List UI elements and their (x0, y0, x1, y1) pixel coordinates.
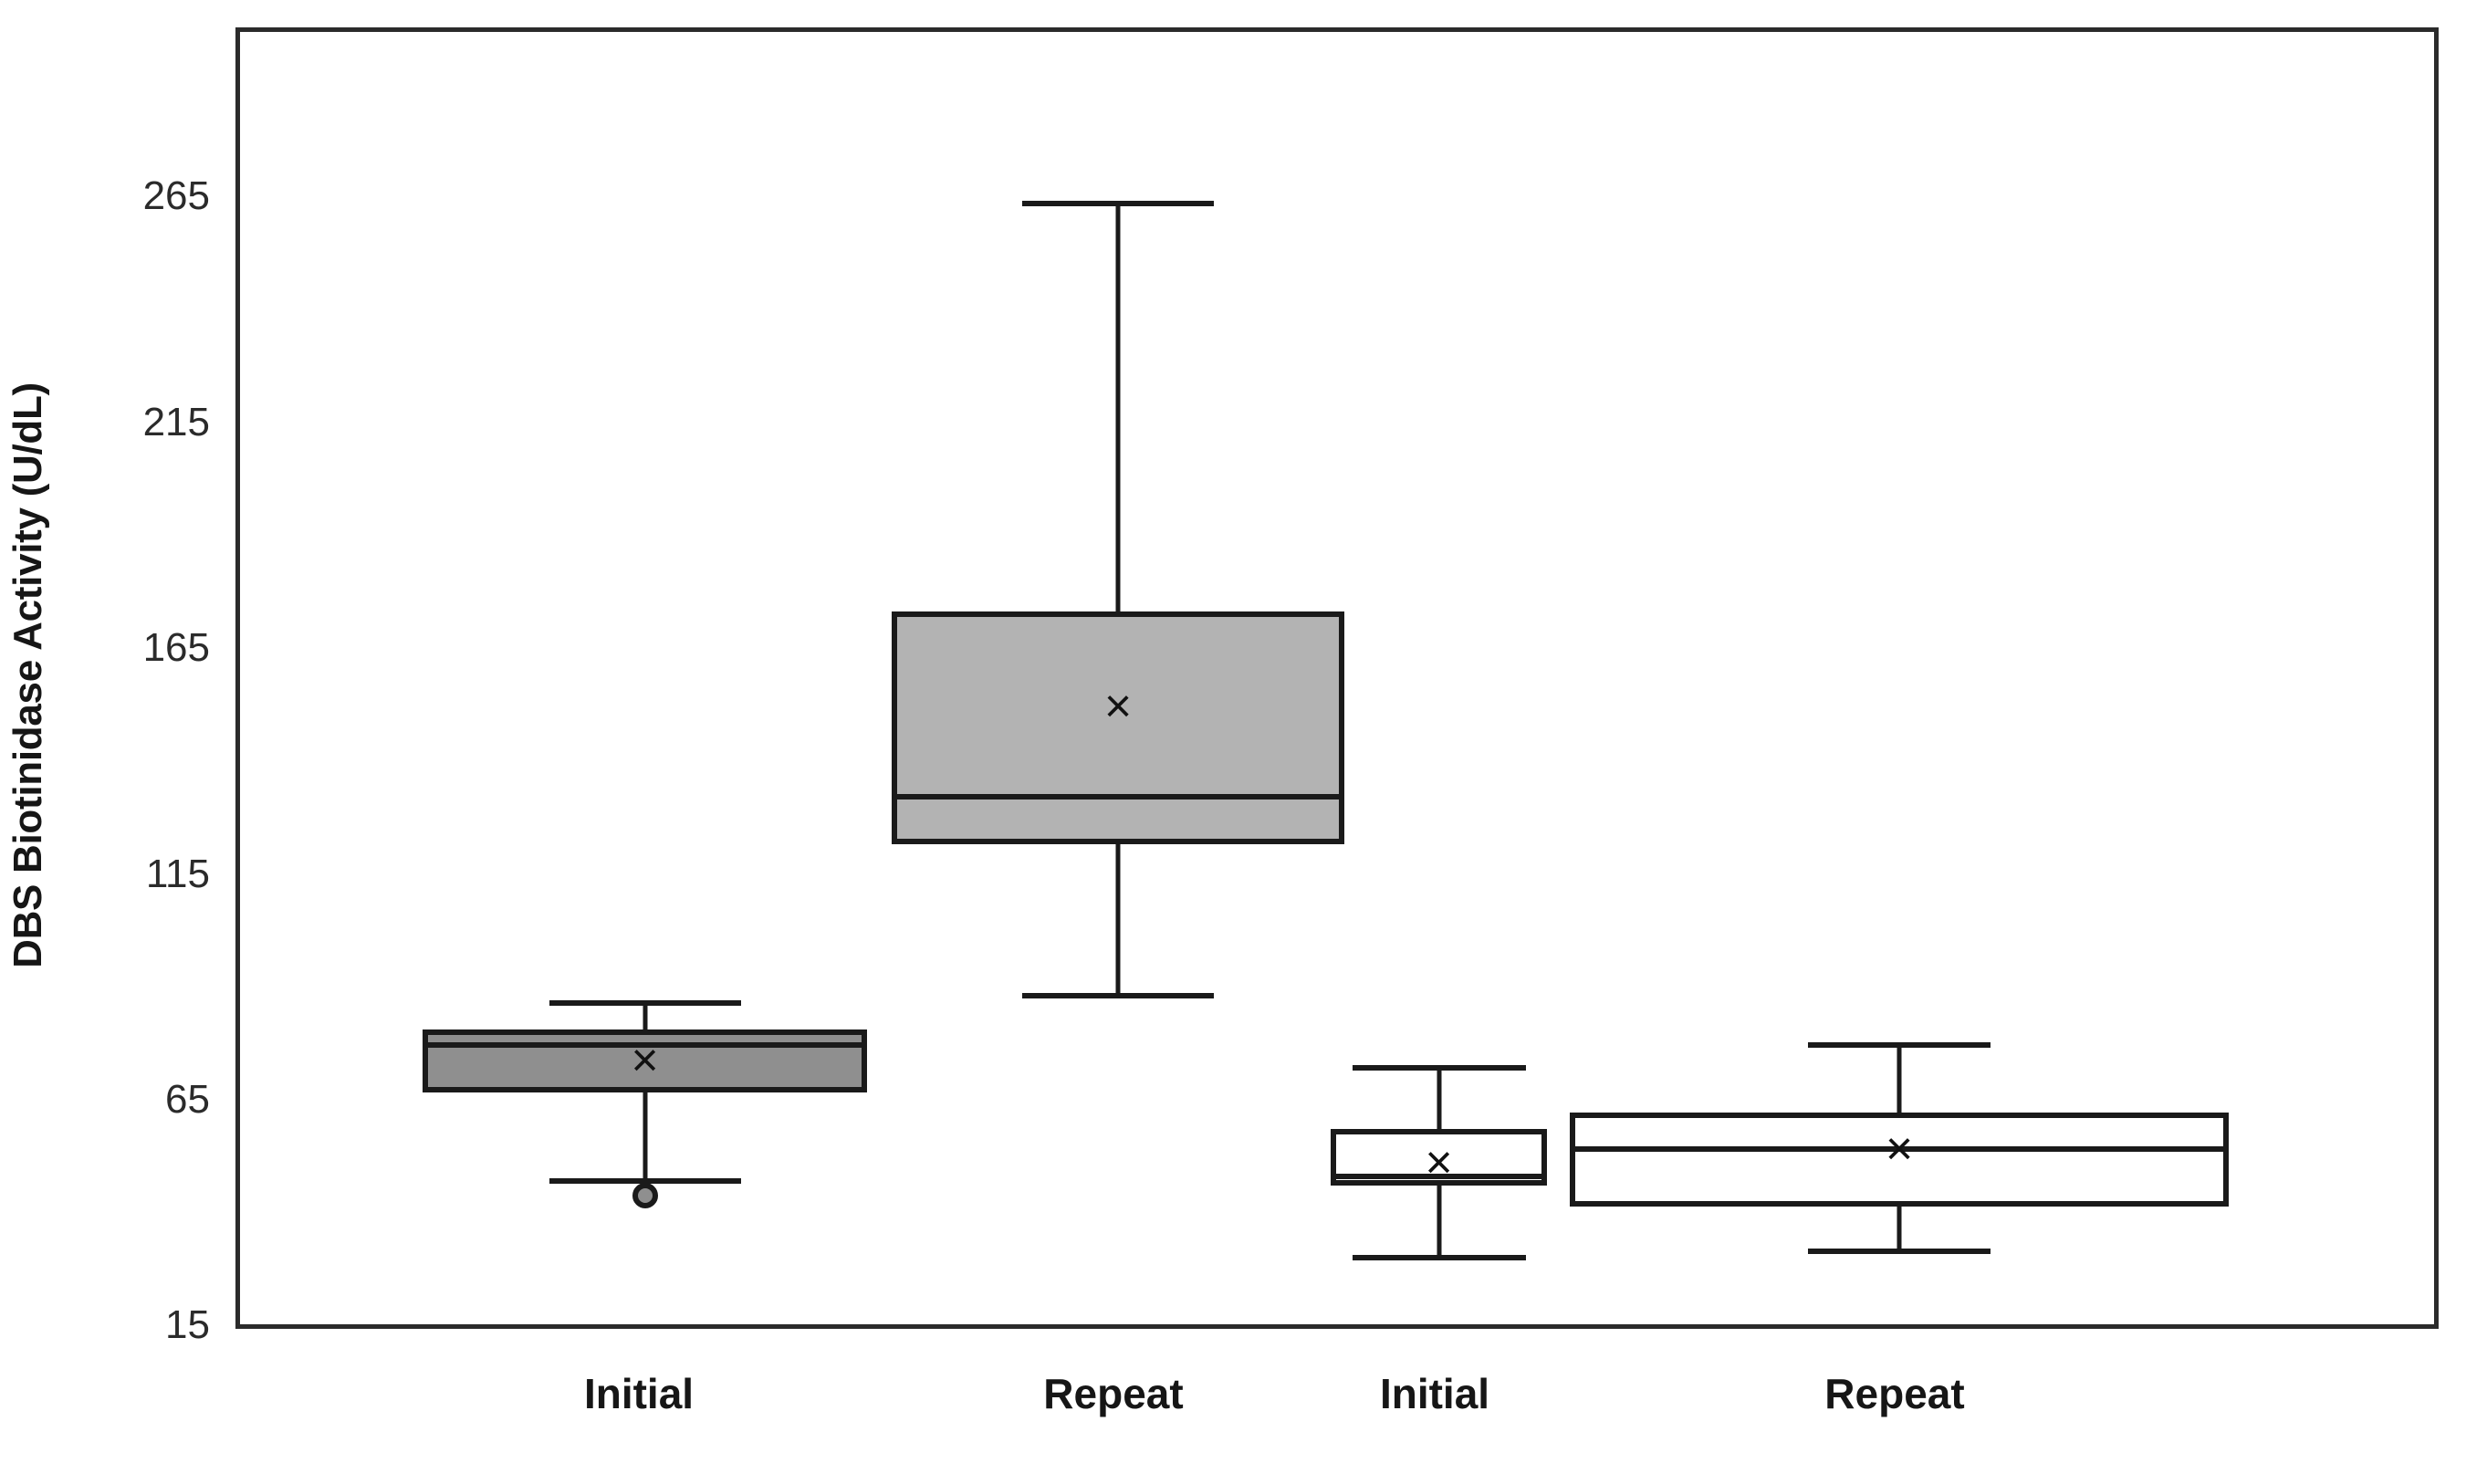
outlier-point (632, 1183, 658, 1209)
mean-marker-x-icon: × (1425, 1135, 1453, 1189)
x-category-label-3: Initial (1379, 1370, 1490, 1417)
whisker-upper (1897, 1042, 1902, 1113)
whisker-lower (1115, 844, 1121, 993)
box-iqr (892, 611, 1344, 845)
y-tick-label-15: 15 (165, 1302, 210, 1347)
whisker-cap-lower (1022, 992, 1214, 998)
box-plot-3: × (240, 32, 2434, 1324)
plot-area: × × × × (235, 27, 2439, 1329)
x-category-label-1: Initial (583, 1370, 695, 1417)
x-category-label-4: Repeat (1824, 1370, 1965, 1417)
y-tick-label-265: 265 (142, 173, 210, 218)
whisker-cap-lower (1352, 1254, 1526, 1260)
median-line (892, 794, 1344, 800)
whisker-lower (1897, 1206, 1902, 1249)
mean-marker-x-icon: × (1103, 680, 1133, 734)
median-line (1331, 1173, 1547, 1179)
mean-marker-x-icon: × (1885, 1123, 1914, 1176)
median-line (1570, 1146, 2229, 1153)
whisker-lower (1437, 1185, 1441, 1255)
plot-inner: × × × × (240, 32, 2434, 1324)
box-plot-2: × (240, 32, 2434, 1324)
box-plot-1: × (240, 32, 2434, 1324)
whisker-cap-upper (1352, 1065, 1526, 1071)
y-axis-title: DBS Biotinidase Activity (U/dL) (5, 382, 50, 968)
y-tick-label-215: 215 (142, 400, 210, 444)
whisker-upper (643, 999, 647, 1029)
y-tick-label-165: 165 (142, 625, 210, 670)
median-line (423, 1042, 867, 1049)
whisker-cap-upper (549, 999, 741, 1006)
whisker-cap-upper (1808, 1042, 1991, 1049)
mean-marker-x-icon: × (631, 1034, 659, 1088)
whisker-cap-upper (1022, 201, 1214, 206)
box-iqr (1570, 1113, 2229, 1207)
whisker-cap-lower (549, 1177, 741, 1184)
x-category-label-2: Repeat (1043, 1370, 1184, 1417)
y-tick-label-65: 65 (165, 1077, 210, 1122)
box-plot-4: × (240, 32, 2434, 1324)
whisker-upper (1115, 201, 1121, 612)
whisker-lower (643, 1092, 647, 1178)
whisker-cap-lower (1808, 1248, 1991, 1254)
box-iqr (423, 1029, 867, 1093)
y-tick-label-115: 115 (145, 852, 210, 896)
whisker-upper (1437, 1065, 1441, 1129)
